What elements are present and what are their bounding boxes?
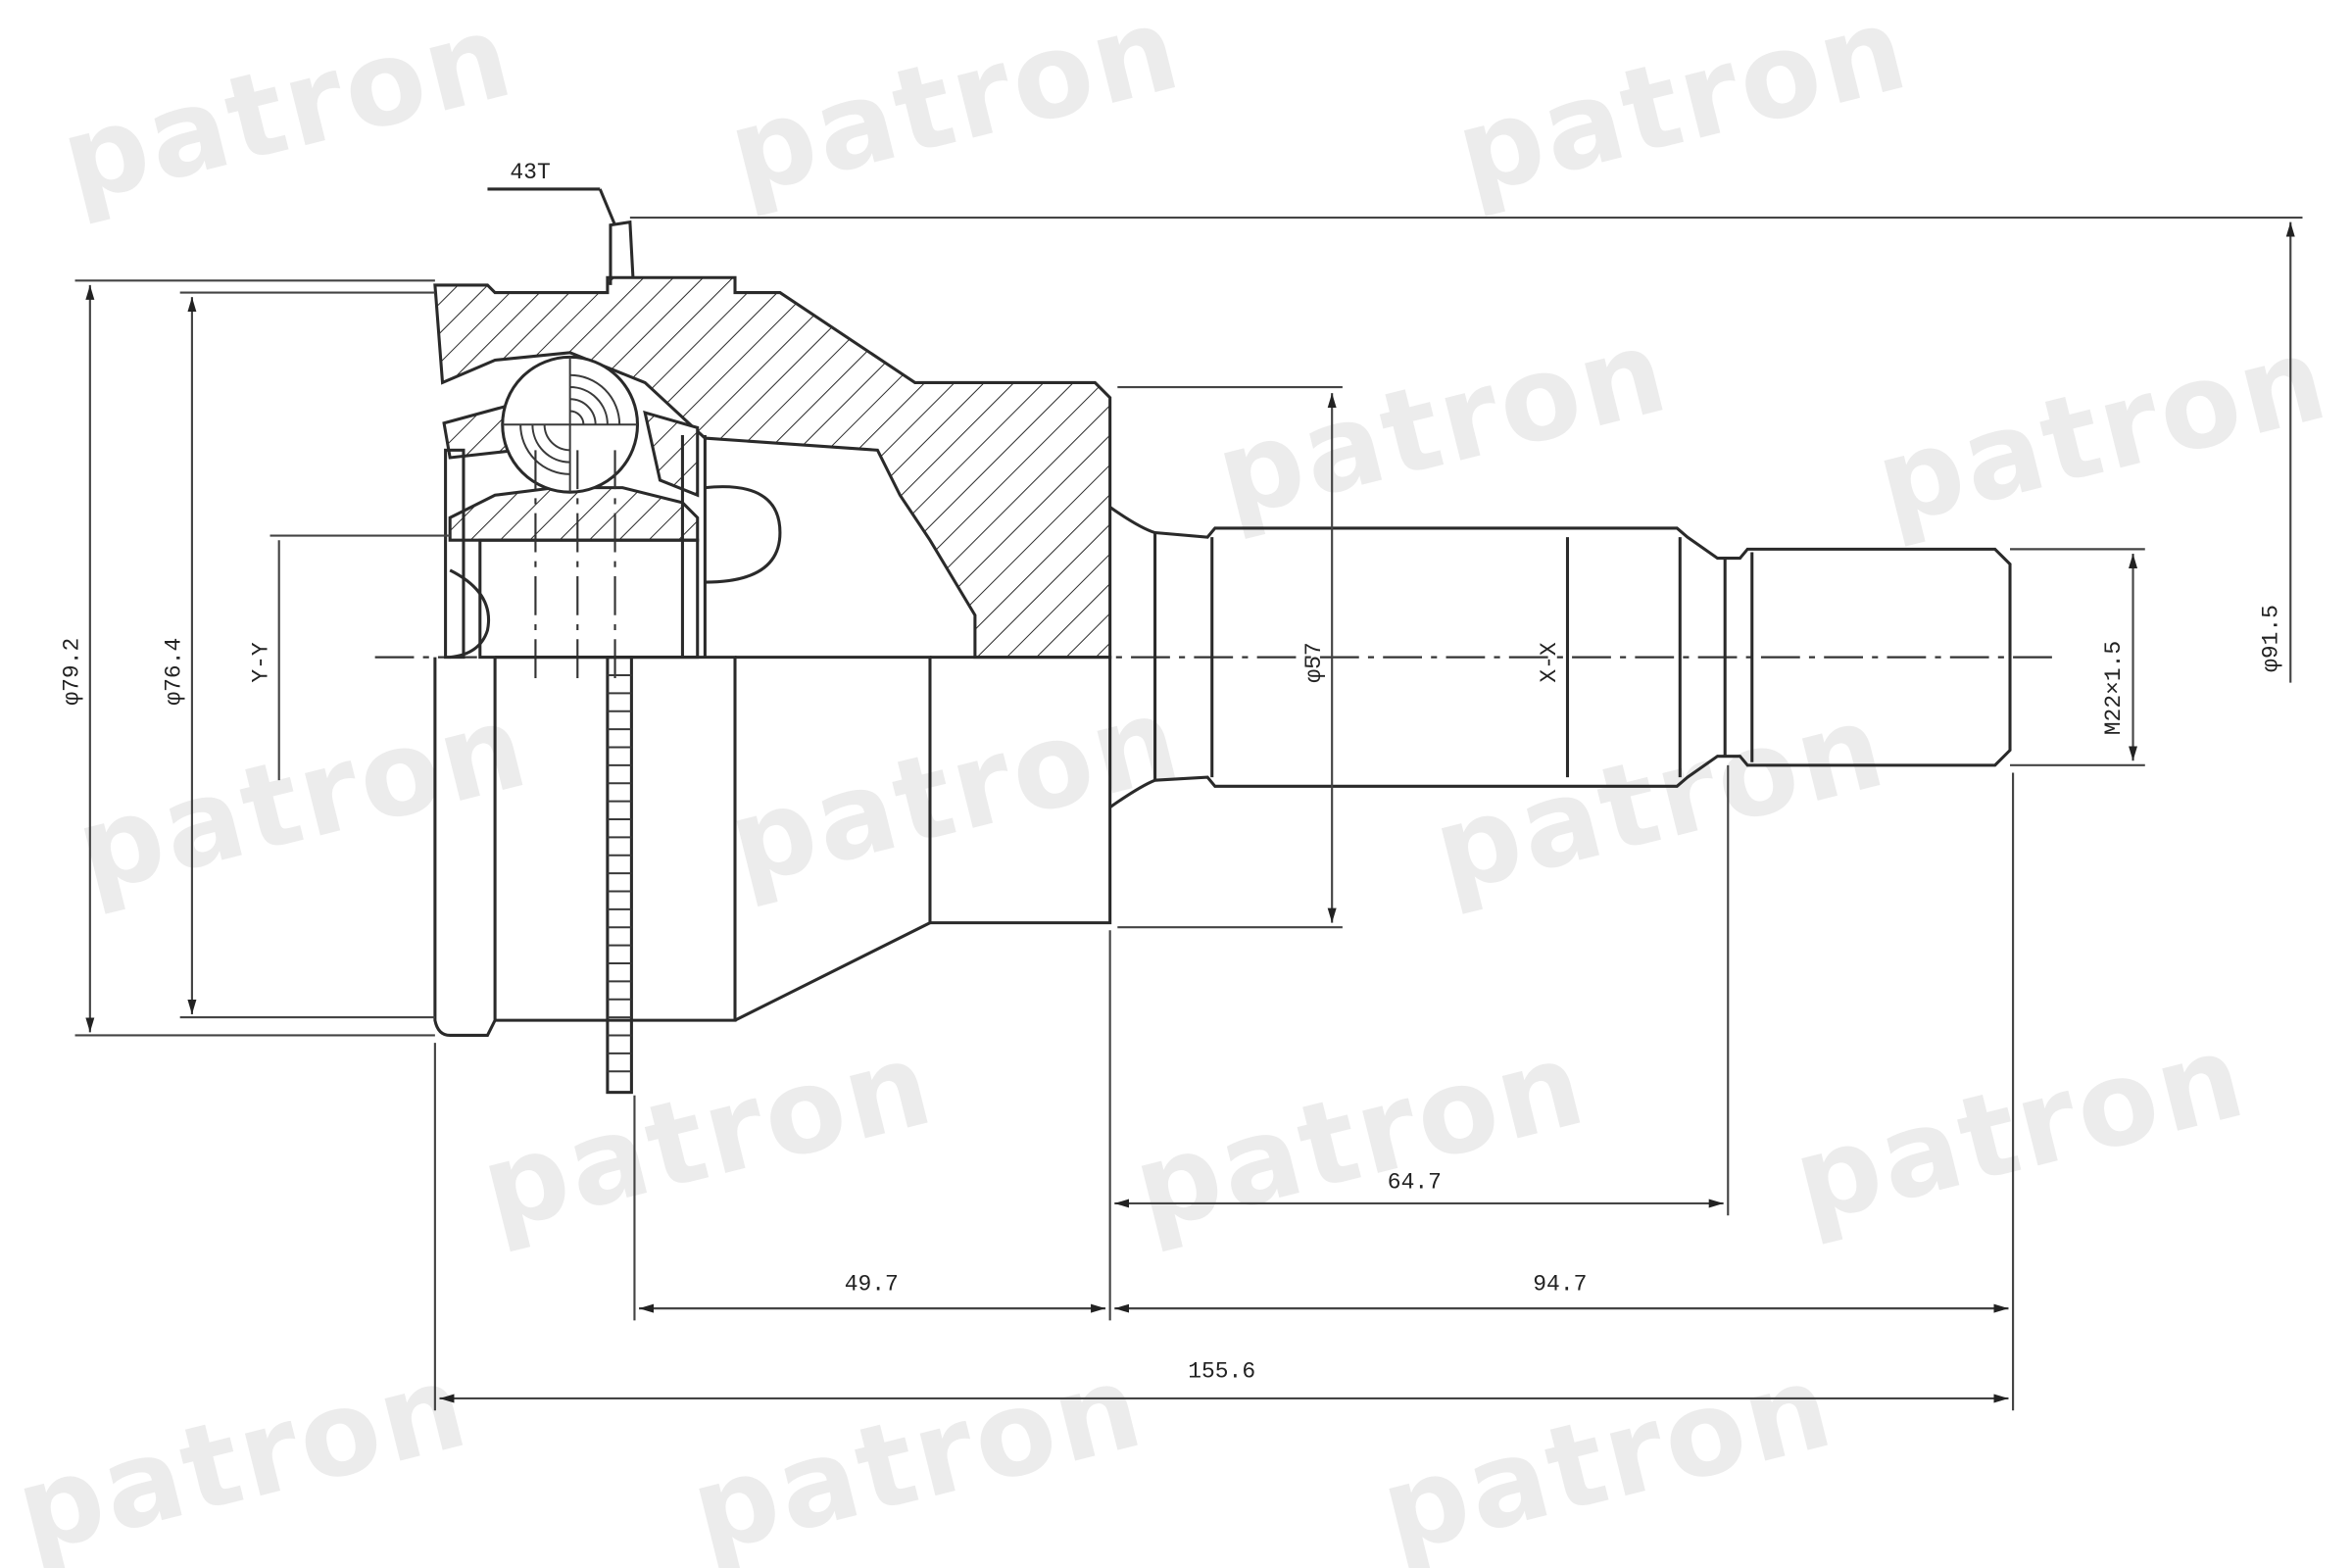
watermark-text: patron [64, 677, 541, 920]
abs-ring-top: 43T [487, 160, 635, 285]
watermark-text: patron [1121, 1015, 1598, 1258]
watermark-text: patron [1203, 302, 1681, 545]
watermark-layer: patron patron patron patron patron patro… [4, 0, 2341, 1568]
watermark-text: patron [679, 1338, 1156, 1568]
teeth-count-label: 43T [510, 160, 550, 185]
dim-overall-length: 155.6 [1188, 1359, 1255, 1385]
dim-axis-y: Y-Y [248, 642, 273, 683]
abs-ring [606, 656, 633, 1095]
dim-overall-diameter: φ91.5 [2258, 605, 2283, 672]
watermark-text: patron [1369, 1338, 1846, 1568]
stub-shaft [1108, 506, 2012, 808]
watermark-text: patron [1864, 310, 2341, 553]
dim-axis-x: X-X [1537, 642, 1562, 683]
watermark-text: patron [1444, 0, 1921, 222]
dim-thread: M22×1.5 [2101, 641, 2127, 735]
watermark-text: patron [716, 0, 1194, 222]
dim-shaft-length: 64.7 [1388, 1170, 1442, 1196]
dimensions: φ79.2 φ76.4 Y-Y φ57 X-X M22×1.5 φ91.5 [60, 216, 2303, 1411]
dim-neck-diameter: φ57 [1301, 642, 1327, 682]
dim-flange-to-body: 49.7 [845, 1272, 899, 1298]
watermark-text: patron [4, 1338, 481, 1568]
dim-inner-diameter: φ76.4 [162, 638, 187, 706]
housing-exterior [433, 656, 1112, 1095]
watermark-text: patron [49, 0, 526, 230]
watermark-text: patron [468, 1015, 946, 1258]
dim-body-to-end: 94.7 [1533, 1272, 1587, 1298]
watermark-text: patron [716, 670, 1194, 913]
housing-section [433, 275, 1112, 683]
dim-outer-diameter: φ79.2 [60, 638, 85, 706]
watermark-text: patron [1421, 677, 1898, 920]
watermark-text: patron [1782, 1007, 2259, 1250]
